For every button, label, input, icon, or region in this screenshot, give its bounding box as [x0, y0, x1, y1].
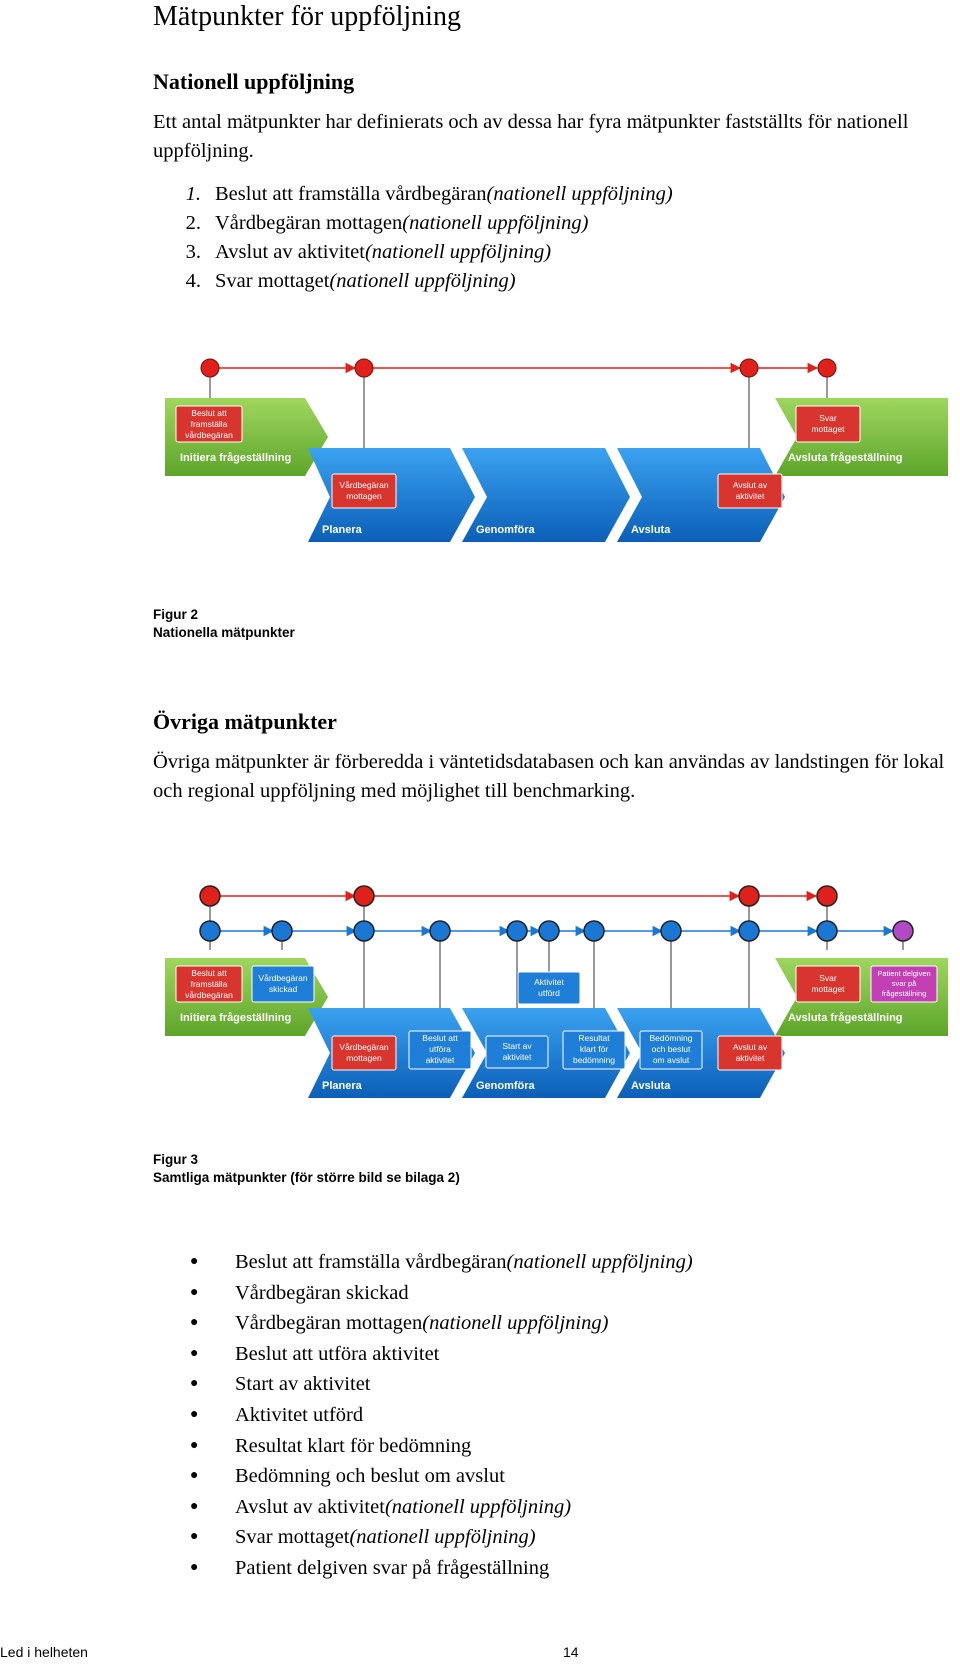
list-item: ●Beslut att framställa vårdbegäran (nati…: [190, 1251, 693, 1273]
list-item: 4.Svar mottaget (nationell uppföljning): [185, 270, 516, 292]
list-item: ●Aktivitet utförd: [190, 1403, 364, 1426]
list-item: ●Avslut av aktivitet (nationell uppföljn…: [190, 1495, 572, 1518]
label-phase-init: Initiera frågeställning: [180, 452, 291, 464]
section-paragraph-nationell: Ett antal mätpunkter har definierats och…: [153, 111, 909, 162]
list-item: ●Patient delgiven svar på frågeställning: [190, 1556, 550, 1579]
list-item: ●Vårdbegäran skickad: [190, 1281, 409, 1304]
all-points-list: ●Beslut att framställa vårdbegäran (nati…: [190, 1247, 693, 1584]
section-heading-ovriga: Övriga mätpunkter: [153, 709, 337, 734]
label-phase-do: Genomföra: [476, 1080, 536, 1092]
page-title: Mätpunkter för uppföljning: [153, 1, 461, 32]
list-item: ●Bedömning och beslut om avslut: [190, 1465, 505, 1488]
list-item: ●Beslut att utföra aktivitet: [190, 1342, 440, 1365]
list-item: 2.Vårdbegäran mottagen (nationell uppföl…: [185, 212, 589, 234]
list-item: ●Resultat klart för bedömning: [190, 1434, 472, 1457]
footer-page-number: 14: [563, 1644, 579, 1660]
list-item: 3.Avslut av aktivitet (nationell uppfölj…: [185, 241, 552, 263]
phase-close-shape: [617, 448, 785, 542]
figure-3-caption-number: Figur 3: [153, 1152, 199, 1167]
figure-2-caption-text: Nationella mätpunkter: [153, 625, 295, 640]
label-phase-end: Avsluta frågeställning: [788, 452, 903, 464]
label-phase-close: Avsluta: [631, 524, 671, 536]
list-item: ●Svar mottaget (nationell uppföljning): [190, 1526, 536, 1549]
section-heading-nationell: Nationell uppföljning: [153, 69, 355, 94]
label-phase-init: Initiera frågeställning: [180, 1012, 291, 1024]
label-phase-close: Avsluta: [631, 1080, 671, 1092]
section-paragraph-ovriga: Övriga mätpunkter är förberedda i väntet…: [153, 751, 945, 802]
phase-do-shape: [462, 448, 630, 542]
list-item: ●Start av aktivitet: [190, 1373, 371, 1396]
list-item: ●Vårdbegäran mottagen (nationell uppfölj…: [190, 1312, 609, 1335]
label-phase-end: Avsluta frågeställning: [788, 1012, 903, 1024]
national-list: 1.Beslut att framställa vårdbegäran (nat…: [185, 180, 673, 296]
label-phase-plan: Planera: [322, 524, 363, 536]
footer-left: Led i helheten: [0, 1644, 88, 1660]
label-phase-do: Genomföra: [476, 524, 536, 536]
label-phase-plan: Planera: [322, 1080, 363, 1092]
figure-3-caption-text: Samtliga mätpunkter (för större bild se …: [153, 1170, 460, 1185]
list-item: 1.Beslut att framställa vårdbegäran (nat…: [185, 183, 673, 205]
figure-2-caption-number: Figur 2: [153, 607, 199, 622]
